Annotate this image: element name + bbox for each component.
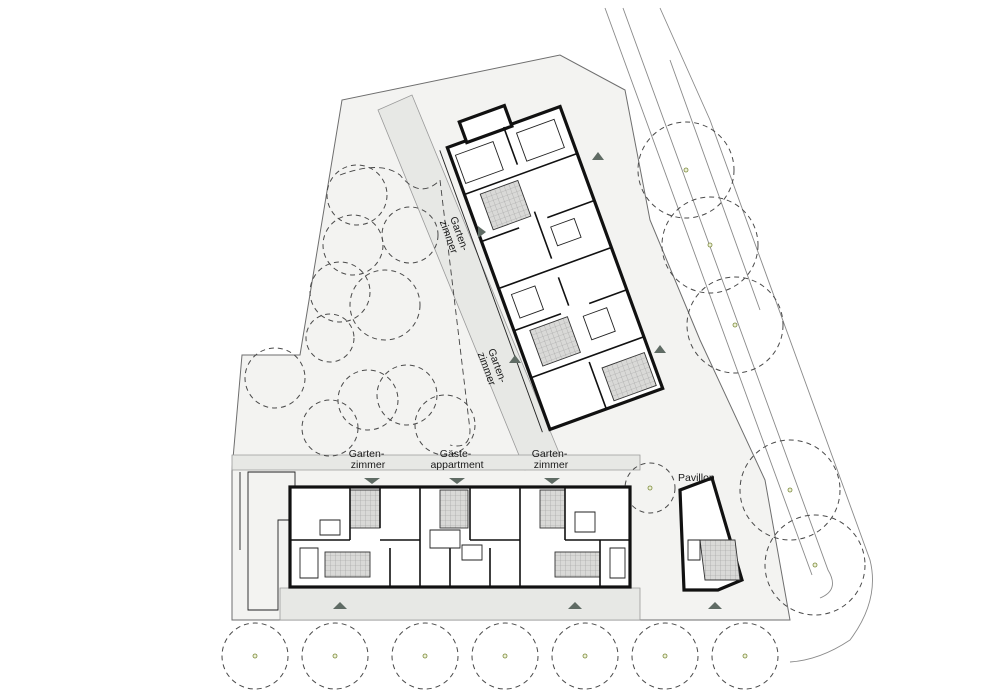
- street-lines: [604, 7, 873, 663]
- street-trees-south: [221, 622, 779, 690]
- north-building: [439, 103, 665, 433]
- garden-trees: [244, 164, 476, 457]
- street-trees-east: [624, 121, 866, 616]
- label-gaesteappartment: Gäste- appartment: [430, 448, 483, 471]
- pavillon-building: [678, 475, 744, 592]
- south-building: [288, 485, 632, 589]
- garden-outline: [339, 167, 471, 447]
- label-pavillon: Pavillon: [678, 472, 715, 484]
- entrance-arrows: [333, 152, 722, 609]
- label-gartenzimmer-right: Garten- zimmer: [532, 448, 571, 471]
- parking-structure: [239, 471, 296, 611]
- label-gartenzimmer-left: Garten- zimmer: [349, 448, 388, 471]
